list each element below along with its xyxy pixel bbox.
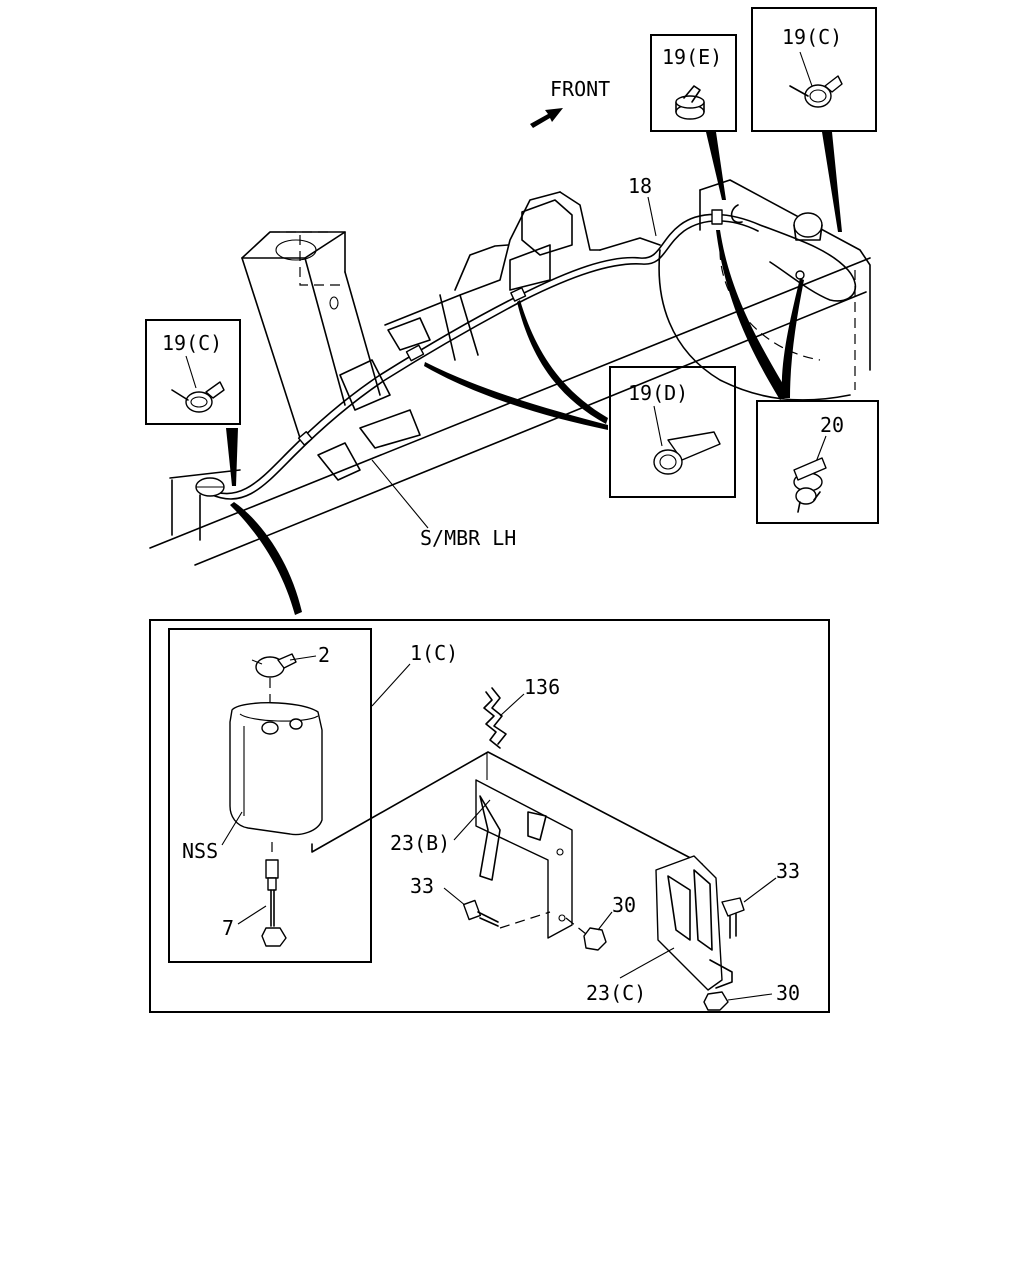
label-bolt-right: 33 (776, 859, 800, 883)
detail-panel: 2 NSS 7 1(C) 1 (149, 619, 830, 1013)
nut-mid: 30 (565, 893, 636, 951)
callout-box-clip-e: 19(E) (650, 34, 737, 132)
washer-tank: NSS (182, 702, 323, 863)
label-hose-18: 18 (628, 174, 652, 198)
side-member-callout: S/MBR LH (371, 459, 516, 550)
bracket-c: 23(C) (586, 855, 733, 1005)
washer-hose: 18 (204, 174, 857, 500)
label-nss: NSS (182, 839, 218, 863)
label-side-member: S/MBR LH (420, 526, 516, 550)
label-clip-c-top: 19(C) (782, 25, 842, 49)
bracket-b: 23(B) (390, 779, 573, 939)
label-bracket-b: 23(B) (390, 831, 450, 855)
front-arrow-icon (530, 108, 563, 128)
label-pump: 7 (222, 916, 234, 940)
chassis-frame (149, 179, 871, 566)
callout-box-clip-c-top: 19(C) (751, 7, 877, 132)
callout-box-clip-c-left: 19(C) (145, 319, 241, 425)
callout-box-clip-20: 20 (756, 400, 879, 524)
tank-cap: 2 (251, 643, 330, 718)
wire-harness: 136 (483, 675, 560, 749)
label-clip-20: 20 (820, 413, 844, 437)
front-indicator: FRONT (530, 77, 610, 128)
label-harness: 136 (524, 675, 560, 699)
label-clip-c-left: 19(C) (162, 331, 222, 355)
label-nut-mid: 30 (612, 893, 636, 917)
label-clip-e: 19(E) (662, 45, 722, 69)
nut-bottom: 30 (703, 981, 800, 1011)
label-bolt-left: 33 (410, 874, 434, 898)
callout-leaders (226, 132, 842, 615)
front-label: FRONT (550, 77, 610, 101)
hose-clip-icon (653, 431, 721, 475)
bolt-left: 33 (410, 874, 551, 929)
label-tank-assy: 1(C) (410, 641, 458, 665)
clamp-icon (793, 457, 827, 513)
washer-pump: 7 (222, 842, 287, 947)
label-clip-d: 19(D) (628, 381, 688, 405)
label-nut-bottom: 30 (776, 981, 800, 1005)
frame-tank-cap (195, 477, 225, 497)
bolt-right: 33 (721, 859, 800, 939)
label-bracket-c: 23(C) (586, 981, 646, 1005)
clamp-icon (789, 75, 843, 108)
callout-box-clip-d: 19(D) (609, 366, 736, 498)
hose-clip-icon (675, 85, 705, 120)
label-cap: 2 (318, 643, 330, 667)
clamp-icon (171, 381, 225, 413)
